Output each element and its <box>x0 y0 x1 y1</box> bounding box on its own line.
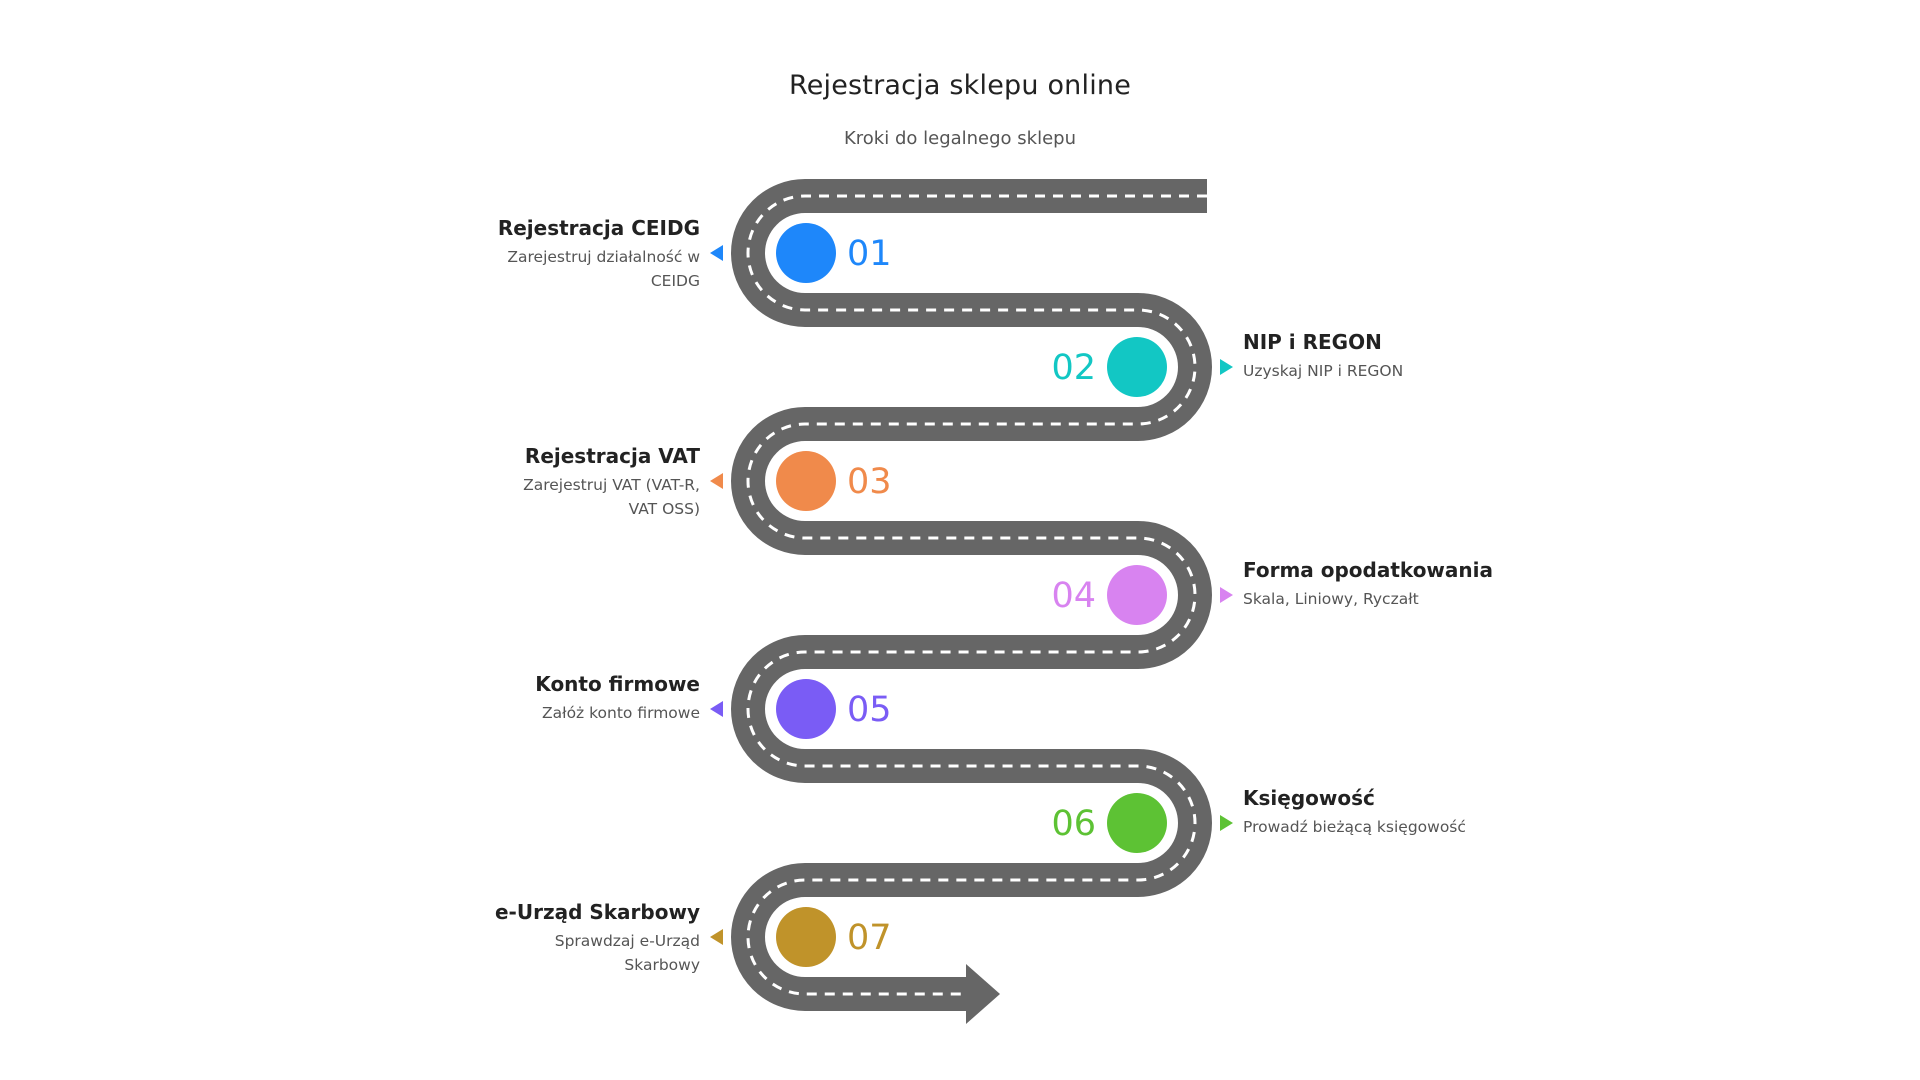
step-number-2: 02 <box>1051 348 1096 388</box>
step-description: Prowadź bieżącą księgowość <box>1243 818 1466 836</box>
step-title: e-Urząd Skarbowy <box>494 900 700 924</box>
step-title: Forma opodatkowania <box>1243 558 1493 582</box>
step-circle-3 <box>776 451 836 511</box>
step-description: Sprawdzaj e-Urząd Skarbowy <box>554 932 700 974</box>
step-description: Zarejestruj VAT (VAT-R, VAT OSS) <box>523 476 700 518</box>
step-circle-1 <box>776 223 836 283</box>
road-arrowhead <box>966 964 1000 1024</box>
step-description: Załóż konto firmowe <box>542 704 700 722</box>
step-markers: 01 02 03 04 05 06 07 <box>710 223 1233 967</box>
step-label-3: Rejestracja VAT Zarejestruj VAT (VAT-R, V… <box>400 443 700 521</box>
step-number-6: 06 <box>1051 804 1096 844</box>
step-circle-6 <box>1107 793 1167 853</box>
step-pointer-6 <box>1220 815 1233 831</box>
step-pointer-3 <box>710 473 723 489</box>
step-pointer-7 <box>710 929 723 945</box>
step-pointer-4 <box>1220 587 1233 603</box>
step-number-1: 01 <box>847 234 892 274</box>
step-circle-5 <box>776 679 836 739</box>
step-circle-7 <box>776 907 836 967</box>
step-pointer-2 <box>1220 359 1233 375</box>
step-circle-4 <box>1107 565 1167 625</box>
page-title: Rejestracja sklepu online <box>788 70 1132 101</box>
step-title: Księgowość <box>1243 786 1375 810</box>
step-number-7: 07 <box>847 918 892 958</box>
step-pointer-5 <box>710 701 723 717</box>
step-label-1: Rejestracja CEIDG Zarejestruj działalność… <box>400 215 700 293</box>
road-center-line <box>746 194 1207 996</box>
step-label-2: NIP i REGON Uzyskaj NIP i REGON <box>1243 329 1543 383</box>
step-number-4: 04 <box>1051 576 1096 616</box>
step-description: Uzyskaj NIP i REGON <box>1243 362 1404 380</box>
step-title: Rejestracja VAT <box>524 444 700 468</box>
page-subtitle: Kroki do legalnego sklepu <box>843 128 1076 149</box>
step-title: Rejestracja CEIDG <box>497 216 700 240</box>
step-description: Zarejestruj działalność w CEIDG <box>507 248 700 290</box>
step-title: Konto firmowe <box>535 672 700 696</box>
step-description: Skala, Liniowy, Ryczałt <box>1243 590 1419 608</box>
step-circle-2 <box>1107 337 1167 397</box>
step-title: NIP i REGON <box>1243 330 1382 354</box>
step-pointer-1 <box>710 245 723 261</box>
step-number-3: 03 <box>847 462 892 502</box>
step-number-5: 05 <box>847 690 892 730</box>
